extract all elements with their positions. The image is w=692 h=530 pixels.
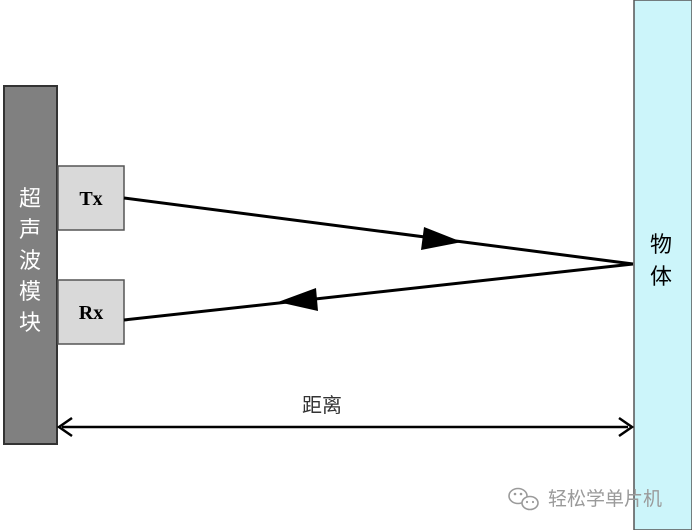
rx-label: Rx — [79, 302, 103, 324]
wechat-icon — [508, 487, 539, 511]
module-label-char-1: 超 — [19, 187, 41, 212]
distance-label: 距离 — [302, 393, 342, 417]
ultrasonic-module — [3, 85, 58, 445]
object-label-char-2: 体 — [650, 265, 672, 290]
emitted-wave-arrow — [421, 227, 462, 250]
tx-label: Tx — [79, 188, 102, 210]
reflected-wave-arrow — [278, 288, 318, 311]
module-label: 超 声 波 模 块 — [19, 187, 41, 336]
module-label-char-4: 模 — [19, 280, 41, 305]
target-object — [633, 0, 692, 530]
module-label-char-5: 块 — [19, 311, 41, 336]
distance-arrow-right — [618, 416, 635, 438]
watermark: 轻松学单片机 — [508, 487, 662, 511]
distance-arrow-left — [56, 416, 73, 438]
watermark-text: 轻松学单片机 — [548, 488, 662, 510]
object-label-char-1: 物 — [650, 233, 672, 258]
reflected-wave-line — [123, 262, 634, 322]
tx-port — [57, 165, 125, 231]
module-label-char-3: 波 — [19, 249, 41, 274]
emitted-wave-line — [123, 196, 634, 266]
rx-port — [57, 279, 125, 345]
module-label-char-2: 声 — [19, 218, 41, 243]
